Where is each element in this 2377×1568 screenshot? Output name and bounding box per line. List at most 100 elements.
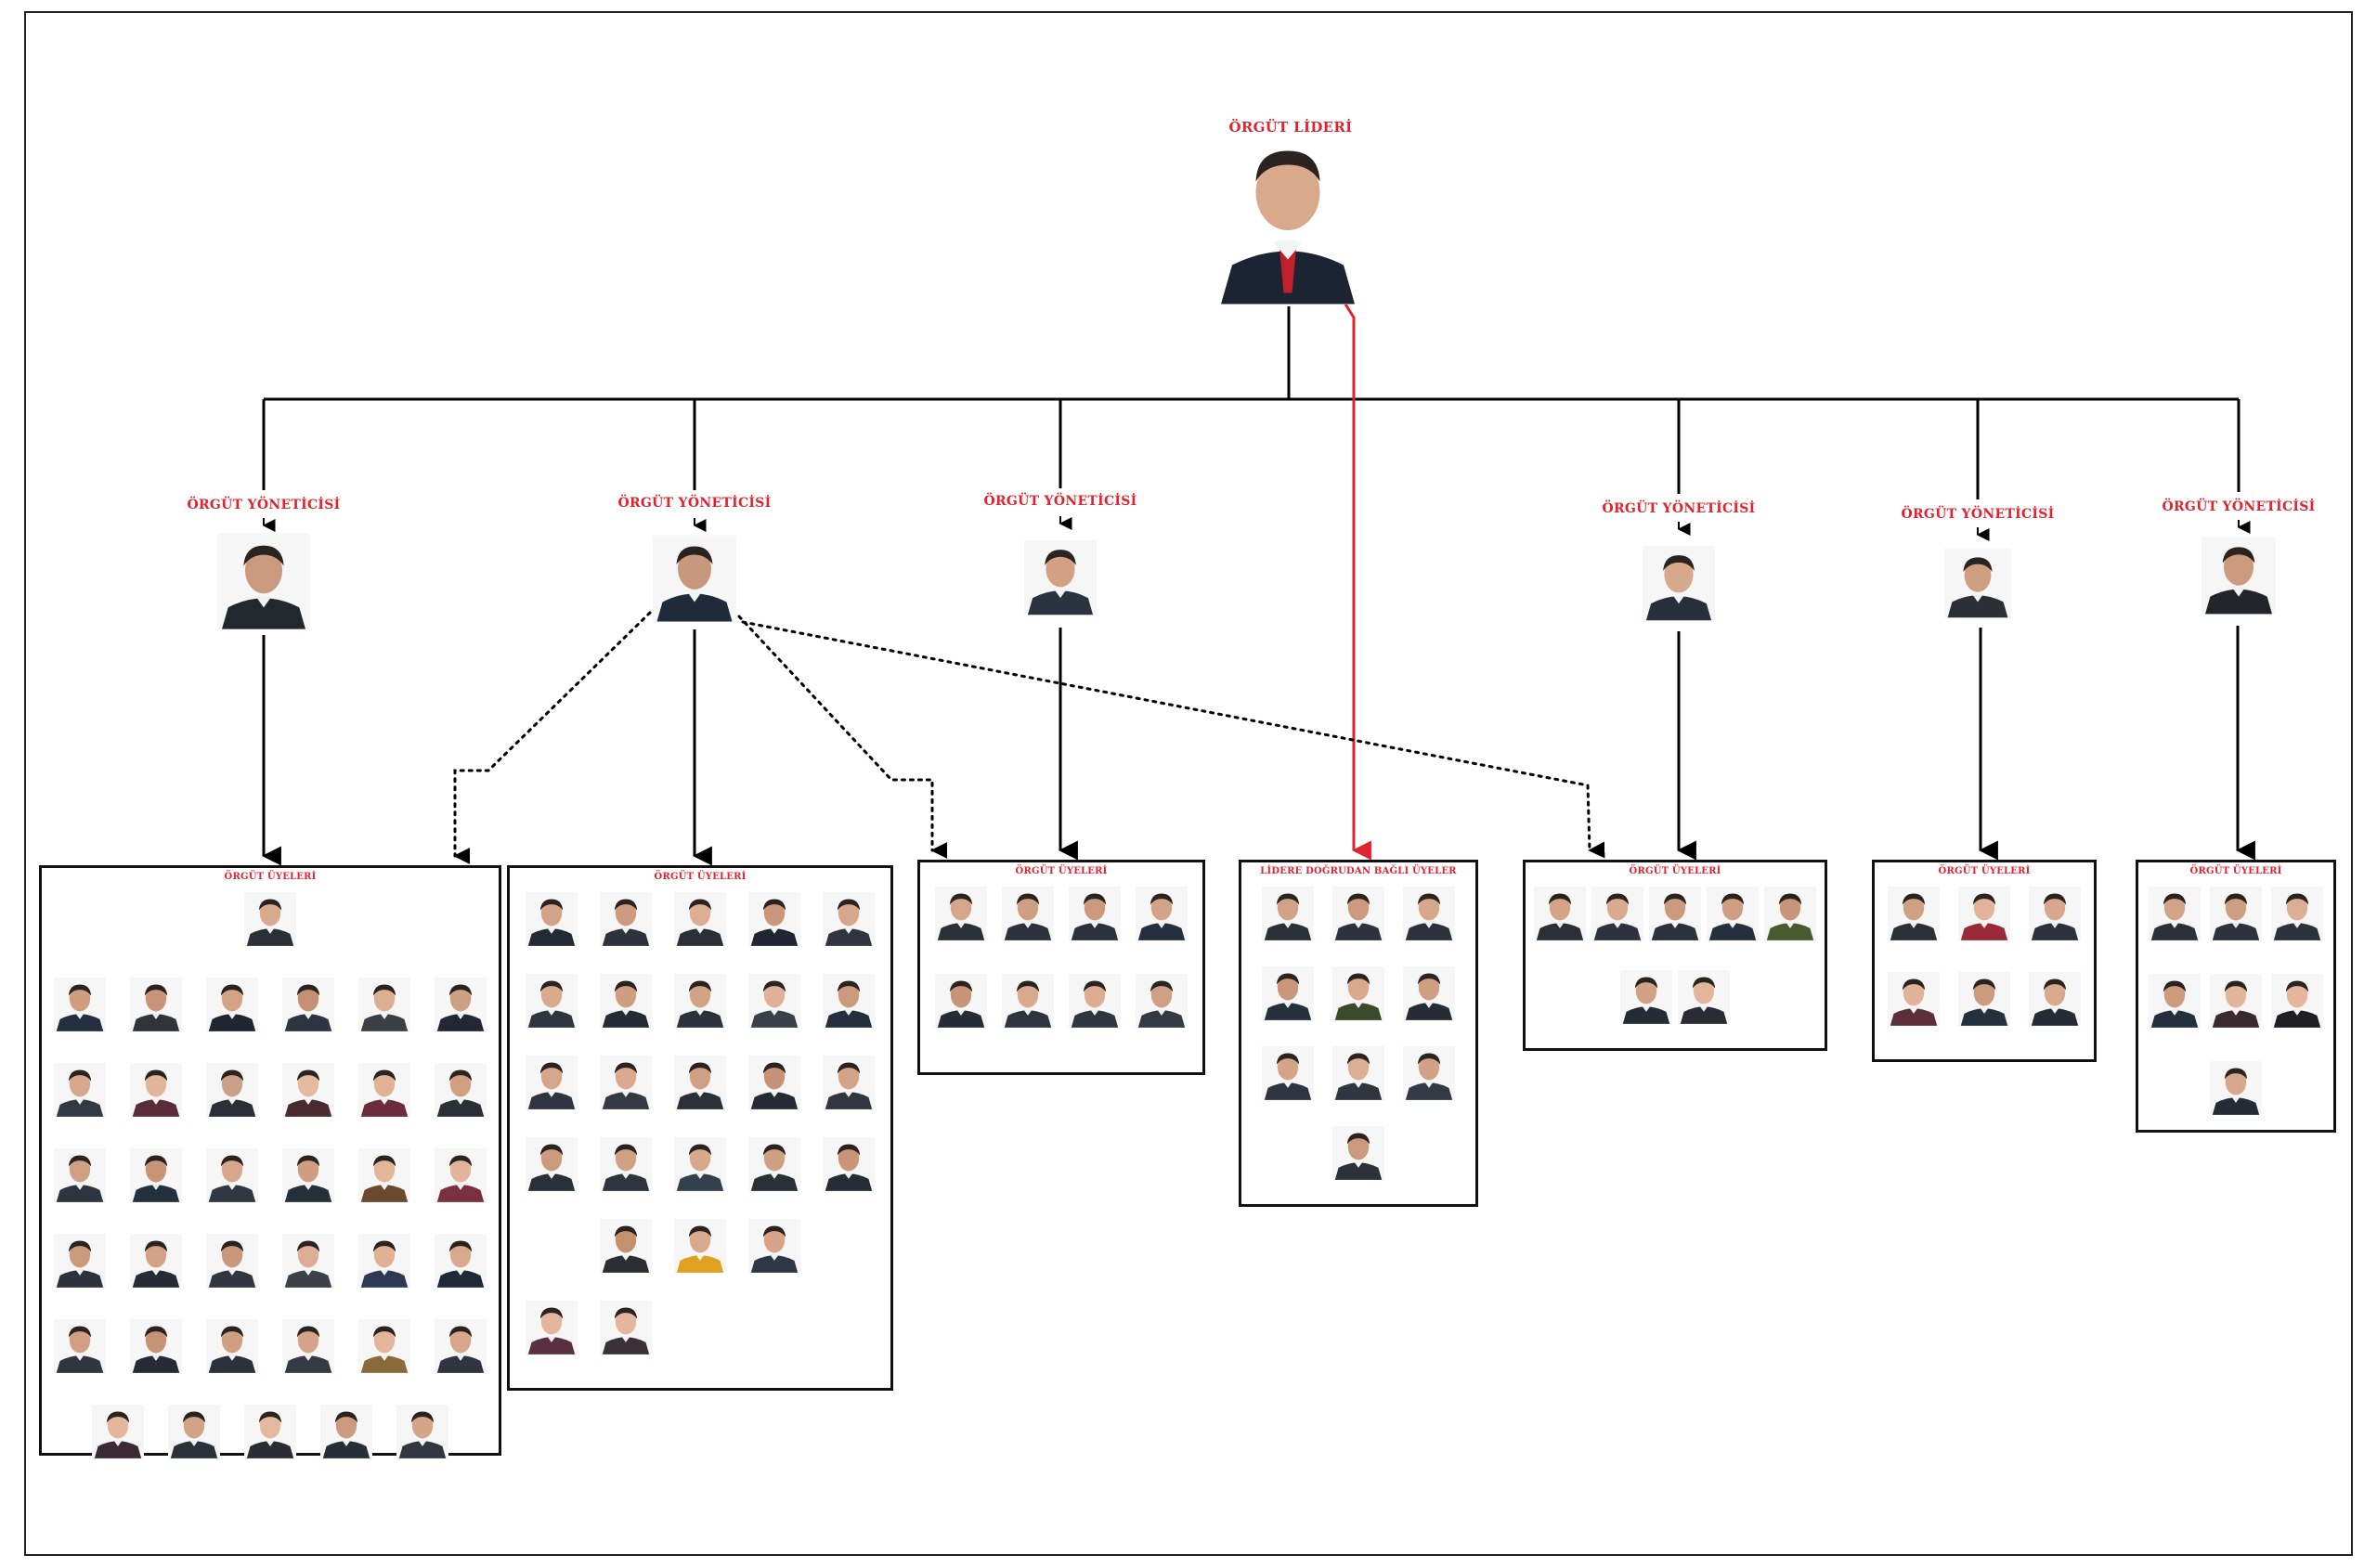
member-card — [595, 892, 656, 961]
member-photo — [526, 1301, 578, 1354]
member-photo — [674, 1056, 726, 1109]
member-card — [1398, 887, 1460, 955]
member-photo — [1958, 887, 2010, 940]
member-portrait-icon — [206, 1234, 258, 1288]
member-photo — [282, 1319, 334, 1373]
member-portrait-icon — [526, 1137, 578, 1191]
member-card — [354, 1234, 415, 1302]
member-card — [595, 1301, 656, 1369]
member-portrait-icon — [1069, 887, 1121, 940]
member-group-2: ÖRGÜT ÜYELERİ — [507, 865, 893, 1391]
member-portrait-icon — [435, 978, 487, 1031]
member-name — [278, 1204, 339, 1217]
member-photo — [92, 1405, 144, 1458]
member-card — [49, 1319, 110, 1388]
member-portrait-icon — [1136, 887, 1188, 940]
group-title: ÖRGÜT ÜYELERİ — [224, 872, 317, 882]
member-portrait-icon — [526, 974, 578, 1028]
member-name — [595, 1111, 656, 1124]
member-group-7: ÖRGÜT ÜYELERİ — [2136, 860, 2336, 1133]
member-photo — [54, 1319, 106, 1373]
member-photo — [435, 1148, 487, 1202]
member-name — [430, 1289, 491, 1302]
member-name — [595, 1356, 656, 1369]
member-group-1: ÖRGÜT ÜYELERİ — [39, 865, 501, 1458]
member-name — [278, 1119, 339, 1132]
member-photo — [1332, 887, 1384, 940]
member-photo — [168, 1405, 220, 1458]
member-name — [2144, 942, 2205, 955]
manager-title-4: ÖRGÜT YÖNETİCİSİ — [1602, 501, 1756, 516]
member-photo — [54, 1063, 106, 1117]
member-portrait-icon — [282, 1234, 334, 1288]
member-portrait-icon — [54, 1148, 106, 1202]
member-name — [201, 1033, 263, 1046]
member-photo — [2271, 887, 2323, 940]
member-photo — [1136, 974, 1188, 1028]
member-photo — [1403, 1046, 1455, 1100]
member-card — [1644, 887, 1706, 955]
member-name — [1616, 1026, 1677, 1039]
member-name — [125, 1375, 187, 1388]
member-photo — [130, 1148, 182, 1202]
member-name — [278, 1375, 339, 1388]
member-photo — [1534, 887, 1586, 940]
member-card — [2267, 887, 2328, 955]
member-photo — [823, 892, 875, 946]
member-card — [2024, 972, 2085, 1041]
member-photo — [130, 978, 182, 1031]
member-card — [49, 1063, 110, 1132]
member-portrait-icon — [674, 1056, 726, 1109]
member-photo — [1591, 887, 1643, 940]
manager-portrait-icon — [653, 535, 736, 622]
member-card — [521, 1137, 582, 1206]
member-card — [1616, 970, 1677, 1039]
member-portrait-icon — [282, 1148, 334, 1202]
member-portrait-icon — [358, 978, 410, 1031]
member-card — [997, 887, 1059, 955]
member-photo — [748, 892, 800, 946]
manager-portrait-icon — [2202, 537, 2276, 615]
member-card — [430, 1148, 491, 1217]
member-photo — [435, 1234, 487, 1288]
member-name — [354, 1204, 415, 1217]
member-photo — [435, 1319, 487, 1373]
member-photo — [1678, 970, 1730, 1024]
member-name — [521, 948, 582, 961]
member-card — [125, 1063, 187, 1132]
manager-portrait-icon — [1643, 545, 1715, 621]
member-portrait-icon — [748, 892, 800, 946]
dotted-link-m2-g1 — [453, 611, 652, 864]
member-name — [1131, 942, 1192, 955]
member-name — [997, 942, 1059, 955]
member-card — [430, 1234, 491, 1302]
member-photo — [1764, 887, 1816, 940]
member-card — [521, 892, 582, 961]
member-name — [930, 1030, 992, 1043]
member-photo — [282, 1063, 334, 1117]
member-photo — [1649, 887, 1701, 940]
member-portrait-icon — [1069, 974, 1121, 1028]
member-name — [1760, 942, 1821, 955]
member-name — [1883, 1028, 1944, 1041]
member-name — [997, 1030, 1059, 1043]
member-photo — [206, 978, 258, 1031]
member-card — [354, 1319, 415, 1388]
member-photo — [2210, 1061, 2262, 1115]
member-portrait-icon — [435, 1148, 487, 1202]
member-card — [392, 1405, 453, 1473]
member-portrait-icon — [54, 978, 106, 1031]
member-photo — [1136, 887, 1188, 940]
member-portrait-icon — [823, 1137, 875, 1191]
member-card — [49, 978, 110, 1046]
member-name — [1328, 942, 1389, 955]
member-card — [744, 1137, 805, 1206]
member-portrait-icon — [244, 892, 296, 946]
member-card — [125, 978, 187, 1046]
member-portrait-icon — [282, 1063, 334, 1117]
member-name — [354, 1289, 415, 1302]
member-photo — [130, 1319, 182, 1373]
member-portrait-icon — [206, 1319, 258, 1373]
member-card — [125, 1234, 187, 1302]
